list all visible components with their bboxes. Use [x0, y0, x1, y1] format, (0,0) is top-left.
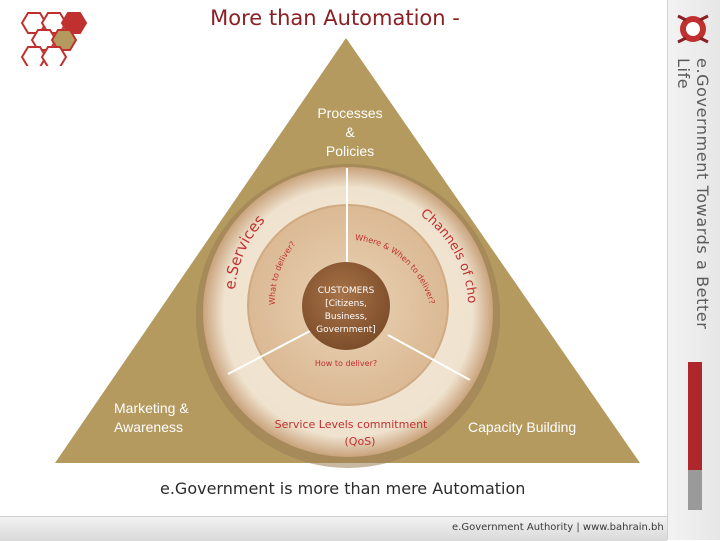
- core-line-3: Business,: [325, 312, 368, 322]
- vertex-top-line-2: &: [345, 124, 355, 140]
- slide-caption: e.Government is more than mere Automatio…: [160, 479, 526, 498]
- vertex-left-line-1: Marketing &: [114, 400, 189, 416]
- red-accent-bar: [688, 362, 702, 470]
- vertex-top-line-3: Policies: [325, 143, 375, 159]
- vertex-label-left: Marketing & Awareness: [114, 399, 234, 437]
- qos-label: (QoS): [345, 435, 376, 448]
- footer-bar: [0, 516, 667, 541]
- vertex-label-top: Processes & Policies: [286, 104, 414, 161]
- divider-right: [387, 334, 471, 381]
- core-line-1: CUSTOMERS: [318, 286, 375, 296]
- vertex-left-line-2: Awareness: [114, 419, 184, 435]
- hexagon-logo-icon: [20, 12, 88, 66]
- service-levels-label: Service Levels commitment: [275, 418, 428, 431]
- divider-left: [227, 329, 313, 375]
- core-line-2: [Citizens,: [325, 299, 367, 309]
- vertex-top-line-1: Processes: [317, 105, 383, 121]
- vertex-label-right: Capacity Building: [468, 419, 577, 435]
- vertical-tagline: e.Government Towards a Better Life: [674, 58, 712, 330]
- emblem-icon: [677, 14, 709, 44]
- gray-accent-bar: [688, 470, 702, 510]
- core-line-4: Government]: [316, 325, 376, 335]
- how-to-deliver-label: How to deliver?: [315, 359, 377, 368]
- footer-text: e.Government Authority | www.bahrain.bh: [452, 522, 664, 533]
- customers-core: [302, 262, 390, 350]
- slide-title: More than Automation -: [210, 6, 460, 30]
